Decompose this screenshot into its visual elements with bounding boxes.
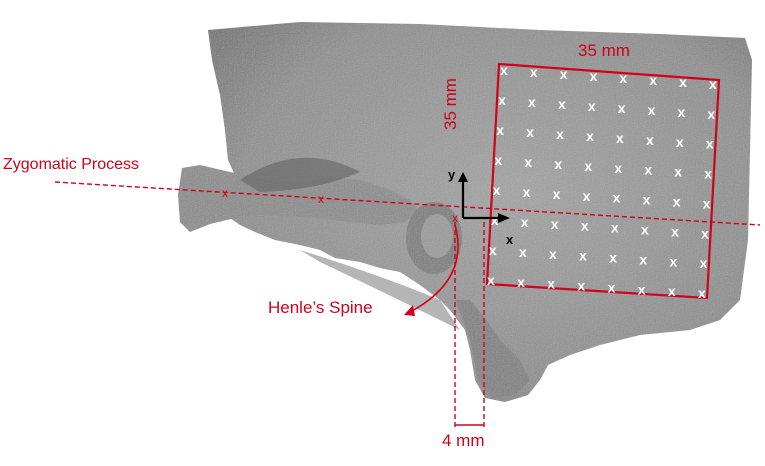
grid-marker: x xyxy=(648,102,656,118)
grid-marker: x xyxy=(669,253,677,269)
grid-rectangle xyxy=(485,62,721,300)
grid-marker: x xyxy=(494,152,502,168)
mastoid xyxy=(455,300,530,398)
grid-marker: x xyxy=(549,246,557,262)
grid-marker: x xyxy=(616,130,624,146)
grid-marker: x xyxy=(707,106,715,122)
grid-marker: x xyxy=(679,74,687,90)
grid-marker: x xyxy=(676,134,684,150)
grid-marker: x xyxy=(618,100,626,116)
grid-marker: x xyxy=(547,276,555,292)
zygomatic-label: Zygomatic Process xyxy=(3,156,140,173)
grid-marker: x xyxy=(496,122,504,138)
offset-dimension-label: 4 mm xyxy=(442,431,485,450)
grid-marker: x xyxy=(619,70,627,86)
grid-marker: x xyxy=(609,250,617,266)
grid-marker: x xyxy=(611,220,619,236)
grid-marker: x xyxy=(521,214,529,230)
grid-marker: x xyxy=(493,182,501,198)
grid-marker: x xyxy=(560,66,568,82)
x-axis-arrowhead xyxy=(498,213,510,223)
grid-marker: x xyxy=(530,64,538,80)
henle-arrow xyxy=(409,224,459,313)
grid-marker: x xyxy=(558,96,566,112)
grid-marker: x xyxy=(487,272,495,288)
grid-marker: x xyxy=(674,164,682,180)
grid-marker: x xyxy=(649,72,657,88)
grid-marker: x xyxy=(500,62,508,78)
grid-marker: x xyxy=(524,154,532,170)
axis-marker-2: x xyxy=(318,192,324,206)
ear-canal-inner xyxy=(421,214,453,258)
height-dimension-label: 35 mm xyxy=(441,78,460,130)
grid-marker: x xyxy=(498,92,506,108)
y-axis-label: y xyxy=(448,167,456,182)
grid-marker: x xyxy=(608,279,616,295)
grid-marker: x xyxy=(554,156,562,172)
reference-lines xyxy=(54,181,761,428)
grid-marker: x xyxy=(678,104,686,120)
grid-marker: x xyxy=(586,128,594,144)
zygomatic-process-shape xyxy=(178,165,420,232)
grid-marker: x xyxy=(528,94,536,110)
grid-marker: x xyxy=(517,274,525,290)
grid-marker: x xyxy=(553,186,561,202)
grid-marker: x xyxy=(489,242,497,258)
grid-marker: x xyxy=(644,162,652,178)
grid-marker: x xyxy=(643,192,651,208)
grid-marker: x xyxy=(583,188,591,204)
coordinate-axes xyxy=(458,172,510,223)
grid-marker: x xyxy=(700,255,708,271)
grid-marker: x xyxy=(709,76,717,92)
grid-marker: x xyxy=(613,190,621,206)
grid-marker: x xyxy=(551,216,559,232)
axis-marker-1: x xyxy=(222,186,228,200)
grid-marker: x xyxy=(668,283,676,299)
grid-marker: x xyxy=(577,278,585,294)
zygomatic-axis-line xyxy=(54,181,761,226)
grid-marker: x xyxy=(579,248,587,264)
temporal-bone xyxy=(178,22,752,402)
grid-marker: x xyxy=(646,132,654,148)
width-dimension-label: 35 mm xyxy=(578,41,630,60)
henle-label: Henle’s Spine xyxy=(268,298,373,317)
grid-marker: x xyxy=(701,225,709,241)
grid-marker: x xyxy=(584,158,592,174)
grid-marker: x xyxy=(556,126,564,142)
grid-marker: x xyxy=(491,212,499,228)
bone-shadow xyxy=(240,157,360,192)
grid-marker: x xyxy=(703,195,711,211)
grid-marker: x xyxy=(519,244,527,260)
grid-marker: x xyxy=(526,124,534,140)
grid-marker: x xyxy=(641,221,649,237)
bone-shadow-lower xyxy=(300,250,460,330)
grid-marker: x xyxy=(673,194,681,210)
grid-marker: x xyxy=(523,184,531,200)
henle-arrowhead xyxy=(404,305,415,316)
y-axis-arrowhead xyxy=(458,172,468,182)
grid-marker: x xyxy=(588,98,596,114)
x-axis-label: x xyxy=(506,232,514,247)
grid-marker: x xyxy=(638,281,646,297)
bone-main-surface xyxy=(208,22,752,402)
grid-marker: x xyxy=(581,218,589,234)
grid-marker: x xyxy=(706,136,714,152)
grid-marker: x xyxy=(639,251,647,267)
grid-marker: x xyxy=(590,68,598,84)
grid-marker: x xyxy=(614,160,622,176)
grid-marker: x xyxy=(698,285,706,301)
grid-marker: x xyxy=(704,166,712,182)
axis-marker-3: x xyxy=(452,211,458,225)
grid-marker: x xyxy=(671,223,679,239)
